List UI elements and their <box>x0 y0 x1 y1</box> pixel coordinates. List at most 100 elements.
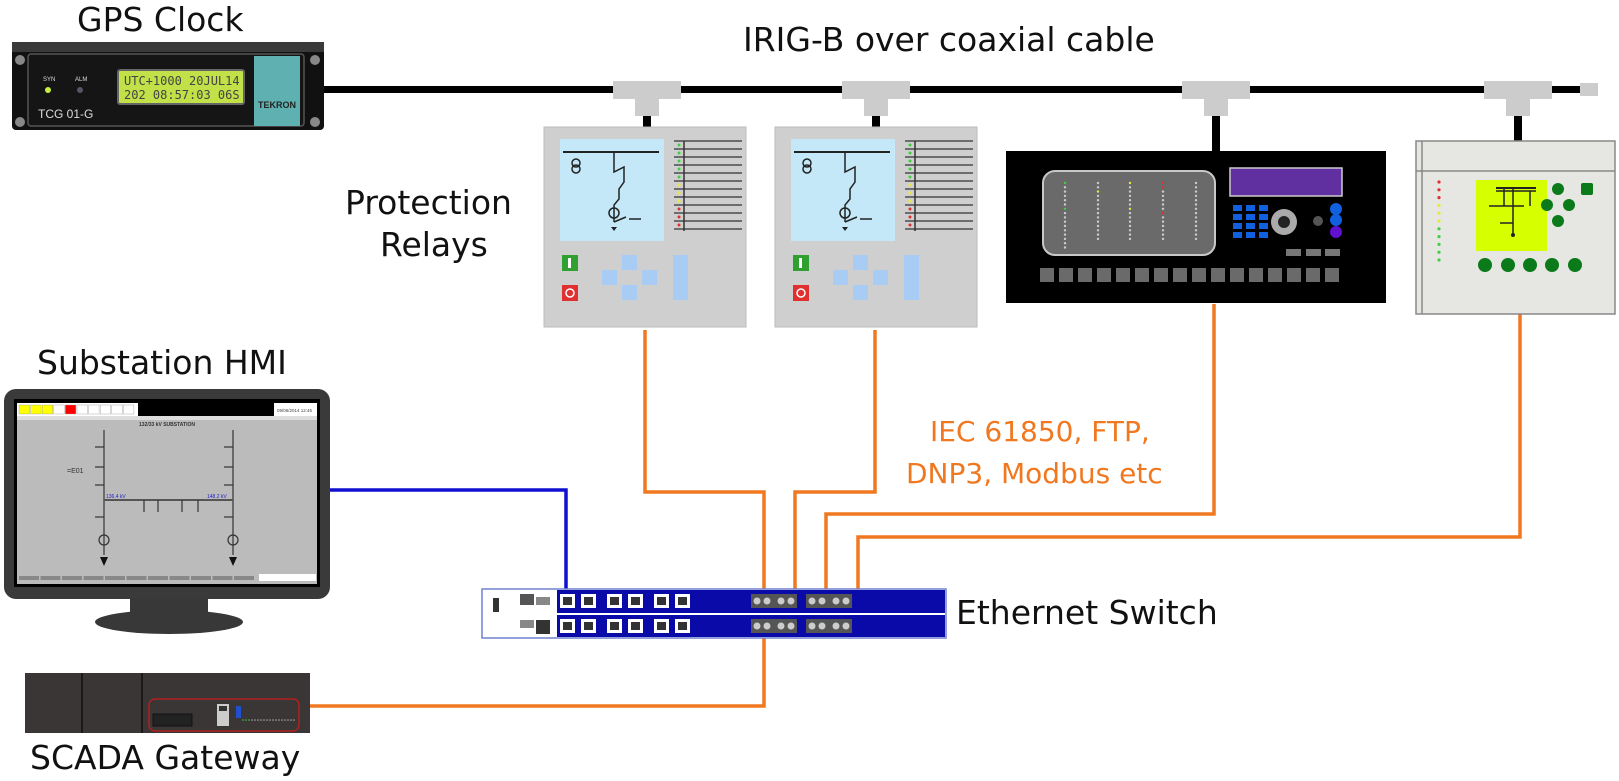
status-led <box>1128 186 1132 189</box>
status-led <box>1096 211 1100 215</box>
status-led <box>1128 190 1132 193</box>
status-led <box>677 223 681 227</box>
status-led <box>908 215 912 219</box>
alarm-tile <box>65 404 77 415</box>
status-led <box>1096 220 1100 223</box>
cable-relay4-switch <box>856 314 1522 592</box>
status-led <box>1194 194 1198 198</box>
status-led <box>275 719 277 721</box>
status-led <box>677 151 681 155</box>
keypad-key <box>1246 214 1255 220</box>
status-led <box>1096 203 1100 206</box>
status-led <box>1063 207 1067 210</box>
status-led <box>1096 237 1100 241</box>
status-led <box>1096 224 1100 228</box>
fiber-connector <box>753 597 761 605</box>
close-glyph <box>568 258 571 268</box>
protection-relay-1 <box>543 126 747 328</box>
open-glyph <box>565 288 575 298</box>
status-led <box>1437 227 1441 231</box>
arrow-down <box>611 227 617 231</box>
fiber-connector <box>808 622 816 630</box>
ct-symbol <box>802 164 812 174</box>
alarm-tile <box>88 404 100 415</box>
status-led <box>1161 224 1165 228</box>
status-led <box>677 159 681 163</box>
ethernet-port-socket <box>610 597 619 605</box>
status-led <box>1063 220 1067 223</box>
status-led <box>1063 224 1067 228</box>
nav-key <box>673 270 688 285</box>
status-led <box>1194 190 1198 193</box>
status-led <box>1096 181 1100 185</box>
status-led <box>908 183 912 187</box>
ethernet-port-socket <box>631 622 640 630</box>
status-led <box>677 215 681 219</box>
status-led <box>1096 229 1100 232</box>
keypad-key <box>1233 214 1242 220</box>
gps-lcd-line1: UTC+1000 20JUL14 <box>124 74 240 88</box>
close-glyph <box>799 258 802 268</box>
status-led <box>1096 207 1100 210</box>
control-key <box>1568 258 1582 272</box>
nav-key <box>853 255 868 270</box>
ethernet-port-socket <box>563 622 572 630</box>
function-key <box>1192 268 1206 282</box>
control-key <box>1545 258 1559 272</box>
status-led <box>908 191 912 195</box>
status-led <box>1437 258 1441 262</box>
fiber-connector <box>832 597 840 605</box>
status-led <box>1161 190 1165 193</box>
function-key <box>1097 268 1111 282</box>
function-key <box>1211 268 1225 282</box>
status-led <box>254 719 256 721</box>
status-led <box>1063 216 1067 219</box>
alarm-tile <box>99 404 111 415</box>
status-led <box>908 223 912 227</box>
status-led <box>1194 216 1198 219</box>
status-led <box>1437 211 1441 215</box>
ct-symbol <box>571 158 581 168</box>
function-key <box>1116 268 1130 282</box>
alarm-tile <box>53 404 65 415</box>
keypad-key <box>1246 232 1255 238</box>
relay-screen <box>791 139 895 241</box>
substation-hmi-monitor <box>4 389 330 634</box>
fiber-connector <box>808 597 816 605</box>
protection-relay-2 <box>774 126 978 328</box>
tee-connector <box>842 81 910 129</box>
status-led <box>281 719 283 721</box>
status-led <box>1063 242 1067 245</box>
status-led <box>1437 235 1441 239</box>
function-key <box>1306 268 1320 282</box>
keypad-key <box>1246 205 1255 211</box>
relay-screen <box>560 139 664 241</box>
fiber-connector <box>818 597 826 605</box>
status-led <box>290 719 292 721</box>
status-led <box>1194 181 1198 185</box>
irig-b-label: IRIG-B over coaxial cable <box>743 20 1155 59</box>
status-led <box>1194 186 1198 189</box>
function-key <box>1325 268 1339 282</box>
status-led <box>677 175 681 179</box>
alarm-tile <box>30 404 42 415</box>
fiber-connector <box>787 622 795 630</box>
ethernet-port-socket <box>678 597 687 605</box>
ethernet-port-socket <box>584 622 593 630</box>
status-led <box>1437 180 1441 184</box>
open-button <box>793 285 809 301</box>
status-led <box>1437 203 1441 207</box>
protection-relay-4 <box>1415 140 1616 315</box>
fiber-connector <box>763 622 771 630</box>
cable-relay1-switch <box>643 330 766 592</box>
scada-gateway-device <box>25 673 310 733</box>
nav-key <box>1563 199 1575 211</box>
status-led <box>1063 211 1067 215</box>
nav-key <box>1552 215 1564 227</box>
control-key <box>1478 258 1492 272</box>
status-led <box>1096 233 1100 236</box>
status-led <box>908 151 912 155</box>
hmi-tab <box>212 576 233 580</box>
status-led <box>1063 199 1067 202</box>
hmi-tab <box>234 576 254 580</box>
